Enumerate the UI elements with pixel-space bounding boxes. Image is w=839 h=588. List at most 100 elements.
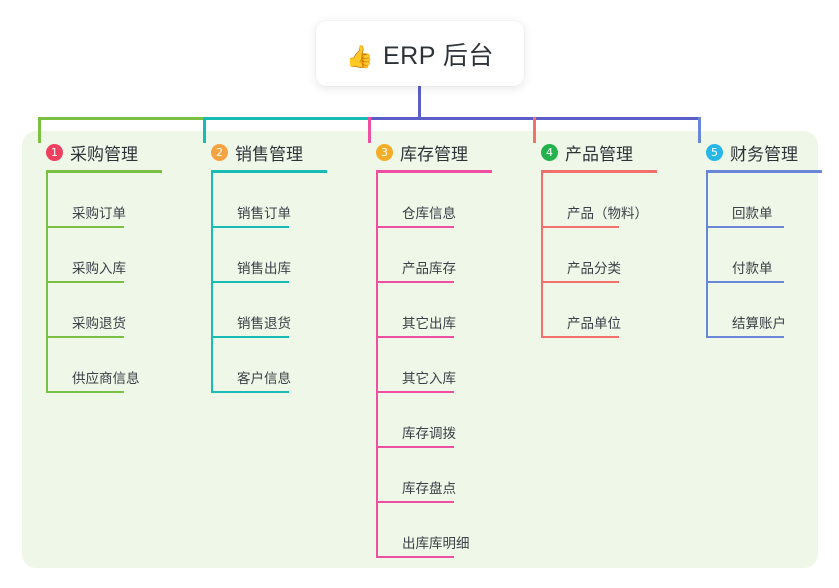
leaf-item-label: 供应商信息 bbox=[72, 371, 140, 386]
leaf-item-label: 采购退货 bbox=[72, 316, 126, 331]
leaf-item[interactable]: 其它入库 bbox=[376, 338, 520, 393]
root-node-label: ERP 后台 bbox=[383, 41, 494, 70]
column-underline-4 bbox=[541, 170, 657, 173]
leaf-item-label: 销售订单 bbox=[237, 206, 291, 221]
column-item-list-1: 采购订单采购入库采购退货供应商信息 bbox=[46, 173, 190, 393]
leaf-item[interactable]: 销售出库 bbox=[211, 228, 355, 283]
leaf-item-label: 采购订单 bbox=[72, 206, 126, 221]
leaf-item-label: 产品单位 bbox=[567, 316, 621, 331]
column-spine-4 bbox=[541, 173, 543, 338]
leaf-item-label: 其它入库 bbox=[402, 371, 456, 386]
column-badge-5: 5 bbox=[706, 143, 723, 161]
leaf-item-underline bbox=[211, 391, 289, 393]
leaf-item-underline bbox=[376, 336, 454, 338]
leaf-item-underline bbox=[541, 281, 619, 283]
column-badge-2: 2 bbox=[211, 143, 228, 161]
connector-trunk bbox=[418, 86, 421, 120]
thumbs-up-icon: 👍 bbox=[346, 43, 374, 69]
column-title-2: 销售管理 bbox=[235, 144, 303, 164]
column-badge-1: 1 bbox=[46, 143, 63, 161]
column-3: 3 库存管理仓库信息产品库存其它出库其它入库库存调拨库存盘点出库库明细 bbox=[360, 131, 520, 558]
leaf-item-underline bbox=[46, 336, 124, 338]
leaf-item-underline bbox=[211, 226, 289, 228]
root-node-card[interactable]: 👍 ERP 后台 bbox=[316, 21, 524, 86]
column-underline-2 bbox=[211, 170, 327, 173]
leaf-item-underline bbox=[706, 281, 784, 283]
column-badge-3: 3 bbox=[376, 143, 393, 161]
leaf-item-label: 采购入库 bbox=[72, 261, 126, 276]
leaf-item-label: 客户信息 bbox=[237, 371, 291, 386]
connector-drop-1 bbox=[38, 117, 41, 143]
connector-bus-segment-1 bbox=[38, 117, 206, 120]
column-title-4: 产品管理 bbox=[565, 144, 633, 164]
leaf-item[interactable]: 销售退货 bbox=[211, 283, 355, 338]
leaf-item[interactable]: 仓库信息 bbox=[376, 173, 520, 228]
column-title-1: 采购管理 bbox=[70, 144, 138, 164]
column-header-1[interactable]: 1 采购管理 bbox=[30, 131, 190, 173]
connector-bus-segment-2 bbox=[203, 117, 371, 120]
connector-bus-segment-3 bbox=[368, 117, 536, 120]
leaf-item-label: 产品库存 bbox=[402, 261, 456, 276]
leaf-item[interactable]: 产品分类 bbox=[541, 228, 685, 283]
connector-drop-5 bbox=[698, 117, 701, 143]
leaf-item-label: 产品（物料） bbox=[567, 206, 648, 221]
leaf-item[interactable]: 采购入库 bbox=[46, 228, 190, 283]
leaf-item[interactable]: 结算账户 bbox=[706, 283, 820, 338]
leaf-item[interactable]: 库存盘点 bbox=[376, 448, 520, 503]
column-item-list-4: 产品（物料） 产品分类产品单位 bbox=[541, 173, 685, 338]
leaf-item-label: 产品分类 bbox=[567, 261, 621, 276]
leaf-item-underline bbox=[376, 226, 454, 228]
column-underline-1 bbox=[46, 170, 162, 173]
column-1: 1 采购管理采购订单采购入库采购退货供应商信息 bbox=[30, 131, 190, 393]
column-badge-4: 4 bbox=[541, 143, 558, 161]
leaf-item[interactable]: 回款单 bbox=[706, 173, 820, 228]
column-underline-3 bbox=[376, 170, 492, 173]
leaf-item[interactable]: 产品库存 bbox=[376, 228, 520, 283]
leaf-item-underline bbox=[46, 281, 124, 283]
column-header-2[interactable]: 2 销售管理 bbox=[195, 131, 355, 173]
leaf-item[interactable]: 销售订单 bbox=[211, 173, 355, 228]
connector-drop-3 bbox=[368, 117, 371, 143]
column-item-list-3: 仓库信息产品库存其它出库其它入库库存调拨库存盘点出库库明细 bbox=[376, 173, 520, 558]
column-spine-5 bbox=[706, 173, 708, 338]
leaf-item-label: 仓库信息 bbox=[402, 206, 456, 221]
leaf-item-label: 结算账户 bbox=[732, 316, 786, 331]
connector-drop-2 bbox=[203, 117, 206, 143]
leaf-item-underline bbox=[376, 556, 454, 558]
leaf-item-label: 库存调拨 bbox=[402, 426, 456, 441]
leaf-item[interactable]: 采购订单 bbox=[46, 173, 190, 228]
leaf-item[interactable]: 出库库明细 bbox=[376, 503, 520, 558]
leaf-item-underline bbox=[376, 281, 454, 283]
leaf-item[interactable]: 产品单位 bbox=[541, 283, 685, 338]
diagram-panel bbox=[22, 131, 818, 568]
leaf-item[interactable]: 采购退货 bbox=[46, 283, 190, 338]
column-item-list-5: 回款单付款单结算账户 bbox=[706, 173, 820, 338]
column-4: 4 产品管理产品（物料） 产品分类产品单位 bbox=[525, 131, 685, 338]
leaf-item-label: 付款单 bbox=[732, 261, 773, 276]
leaf-item[interactable]: 供应商信息 bbox=[46, 338, 190, 393]
column-title-3: 库存管理 bbox=[400, 144, 468, 164]
leaf-item[interactable]: 产品（物料） bbox=[541, 173, 685, 228]
leaf-item-label: 销售退货 bbox=[237, 316, 291, 331]
column-header-4[interactable]: 4 产品管理 bbox=[525, 131, 685, 173]
column-header-3[interactable]: 3 库存管理 bbox=[360, 131, 520, 173]
leaf-item-underline bbox=[46, 226, 124, 228]
root-node-title: 👍 ERP 后台 bbox=[346, 36, 494, 72]
leaf-item[interactable]: 付款单 bbox=[706, 228, 820, 283]
leaf-item-label: 出库库明细 bbox=[402, 536, 470, 551]
column-spine-2 bbox=[211, 173, 213, 393]
leaf-item-underline bbox=[376, 391, 454, 393]
leaf-item-label: 库存盘点 bbox=[402, 481, 456, 496]
leaf-item[interactable]: 其它出库 bbox=[376, 283, 520, 338]
connector-bus-segment-4 bbox=[533, 117, 701, 120]
leaf-item[interactable]: 库存调拨 bbox=[376, 393, 520, 448]
column-item-list-2: 销售订单销售出库销售退货客户信息 bbox=[211, 173, 355, 393]
leaf-item-label: 其它出库 bbox=[402, 316, 456, 331]
leaf-item-underline bbox=[706, 336, 784, 338]
leaf-item-underline bbox=[46, 391, 124, 393]
leaf-item[interactable]: 客户信息 bbox=[211, 338, 355, 393]
leaf-item-underline bbox=[211, 281, 289, 283]
column-2: 2 销售管理销售订单销售出库销售退货客户信息 bbox=[195, 131, 355, 393]
